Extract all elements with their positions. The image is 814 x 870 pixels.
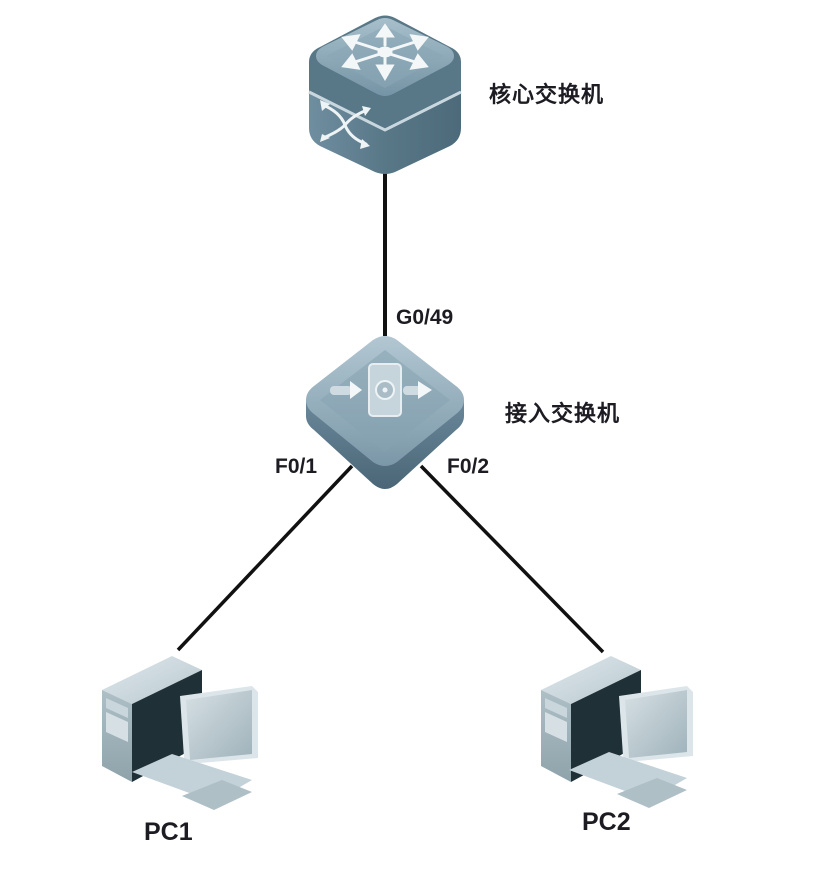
link-access-pc1 <box>176 464 354 652</box>
access-switch-icon[interactable] <box>306 336 464 489</box>
pc2-label: PC2 <box>582 808 631 836</box>
access-switch-label: 接入交换机 <box>505 402 621 427</box>
link-access-pc2 <box>419 464 605 654</box>
pc1-icon[interactable] <box>102 656 258 810</box>
core-switch-label: 核心交换机 <box>489 83 605 108</box>
port-label-f0-2: F0/2 <box>447 455 490 478</box>
pc1-label: PC1 <box>144 818 193 846</box>
port-label-g0-49: G0/49 <box>396 306 454 329</box>
core-switch-icon[interactable] <box>308 15 462 175</box>
pc2-icon[interactable] <box>541 656 693 808</box>
port-label-f0-1: F0/1 <box>275 455 318 478</box>
